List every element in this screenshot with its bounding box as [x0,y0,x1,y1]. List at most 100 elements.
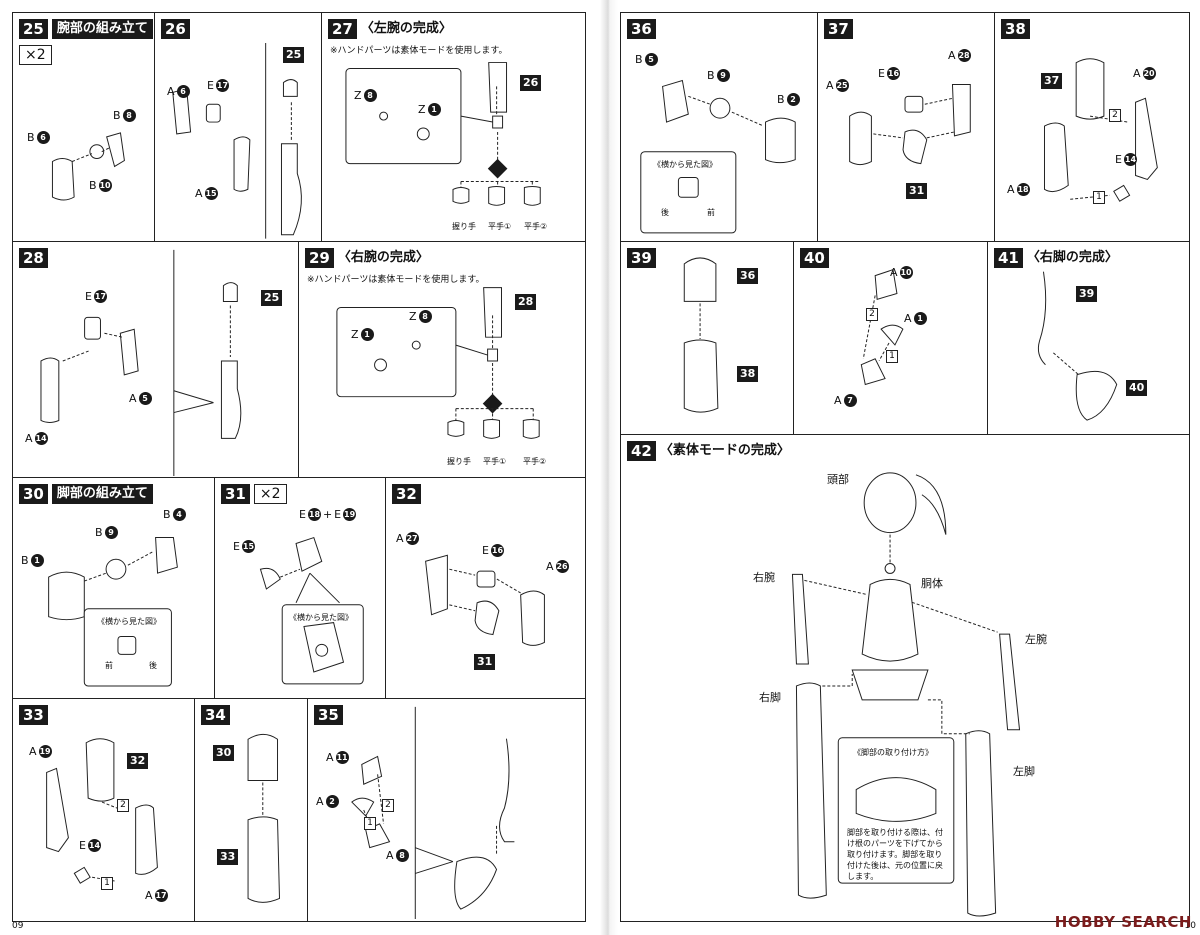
step-32-illustration [425,554,545,646]
step-39-panel: 39 36 38 [620,241,794,435]
step-30-title: 脚部の組み立て [51,484,153,504]
step-39-illustration [683,257,719,413]
step-29-header: 29 〈右腕の完成〉 [305,248,429,268]
ref-38: 38 [737,366,759,382]
step-42-number: 42 [627,441,656,461]
leg-attach-note: 脚部を取り付ける際は、付け根のパーツを下げてから取り付けます。脚部を取り付けた後… [847,828,943,881]
step-29-note: ※ハンドパーツは素体モードを使用します。 [307,275,485,285]
step-38-illustration [1043,58,1158,202]
step-31-multiplier: ×2 [253,484,287,504]
front-label: 前 [707,208,715,217]
step-27-note: ※ハンドパーツは素体モードを使用します。 [330,46,508,56]
ref-30: 30 [213,745,235,761]
step-marker-1: 1 [364,817,376,830]
hand-label-flat-2: 平手② [524,222,548,231]
page-number-left: 09 [12,921,24,931]
ref-26: 26 [520,75,542,91]
ref-25: 25 [283,47,305,63]
label-right-arm: 右腕 [753,571,775,584]
hand-label-flat-1: 平手① [488,222,512,231]
step-25-multiplier: ×2 [19,45,52,65]
side-view-label: 《横から見た図》 [653,160,717,169]
label-left-arm: 左腕 [1025,633,1047,646]
ref-32: 32 [127,753,149,769]
hand-label-fist: 握り手 [452,222,476,231]
step-39-header: 39 [627,248,656,268]
ref-28: 28 [515,294,537,310]
step-marker-1: 1 [1093,191,1105,204]
step-34-illustration [247,733,280,903]
step-marker-2: 2 [382,799,394,812]
step-25-number: 25 [19,19,48,39]
step-33-number: 33 [19,705,48,725]
step-41-number: 41 [994,248,1023,268]
step-41-title: 〈右脚の完成〉 [1026,250,1118,265]
step-35-header: 35 [314,705,343,725]
step-25-title: 腕部の組み立て [51,19,153,39]
step-41-header: 41 〈右脚の完成〉 [994,248,1118,268]
step-34-number: 34 [201,705,230,725]
step-40-illustration [860,269,904,386]
ref-31: 31 [474,654,496,670]
step-31-illustration [259,536,364,685]
step-28-header: 28 [19,248,48,268]
step-26-illustration [172,43,302,239]
front-label: 前 [105,661,113,670]
label-torso: 胴体 [921,577,943,590]
step-37-number: 37 [824,19,853,39]
step-30-header: 30 脚部の組み立て [19,484,153,504]
step-32-header: 32 [392,484,421,504]
step-33-header: 33 [19,705,48,725]
step-38-number: 38 [1001,19,1030,39]
ref-39: 39 [1076,286,1098,302]
step-marker-1: 1 [101,877,113,890]
step-27-title: 〈左腕の完成〉 [360,21,452,36]
step-37-illustration [849,83,971,166]
hand-label-fist: 握り手 [447,457,471,466]
step-28-number: 28 [19,248,48,268]
step-40-number: 40 [800,248,829,268]
step-28-illustration [40,249,242,477]
side-view-label: 《横から見た図》 [97,617,161,626]
step-marker-2: 2 [1109,109,1121,122]
page-number-right: 10 [1184,921,1196,931]
step-marker-1: 1 [886,350,898,363]
hand-label-flat-1: 平手① [483,457,507,466]
step-30-illustration [48,537,178,687]
step-42-title: 〈素体モードの完成〉 [659,443,790,458]
step-37-header: 37 [824,19,853,39]
step-25-header: 25 腕部の組み立て [19,19,153,39]
